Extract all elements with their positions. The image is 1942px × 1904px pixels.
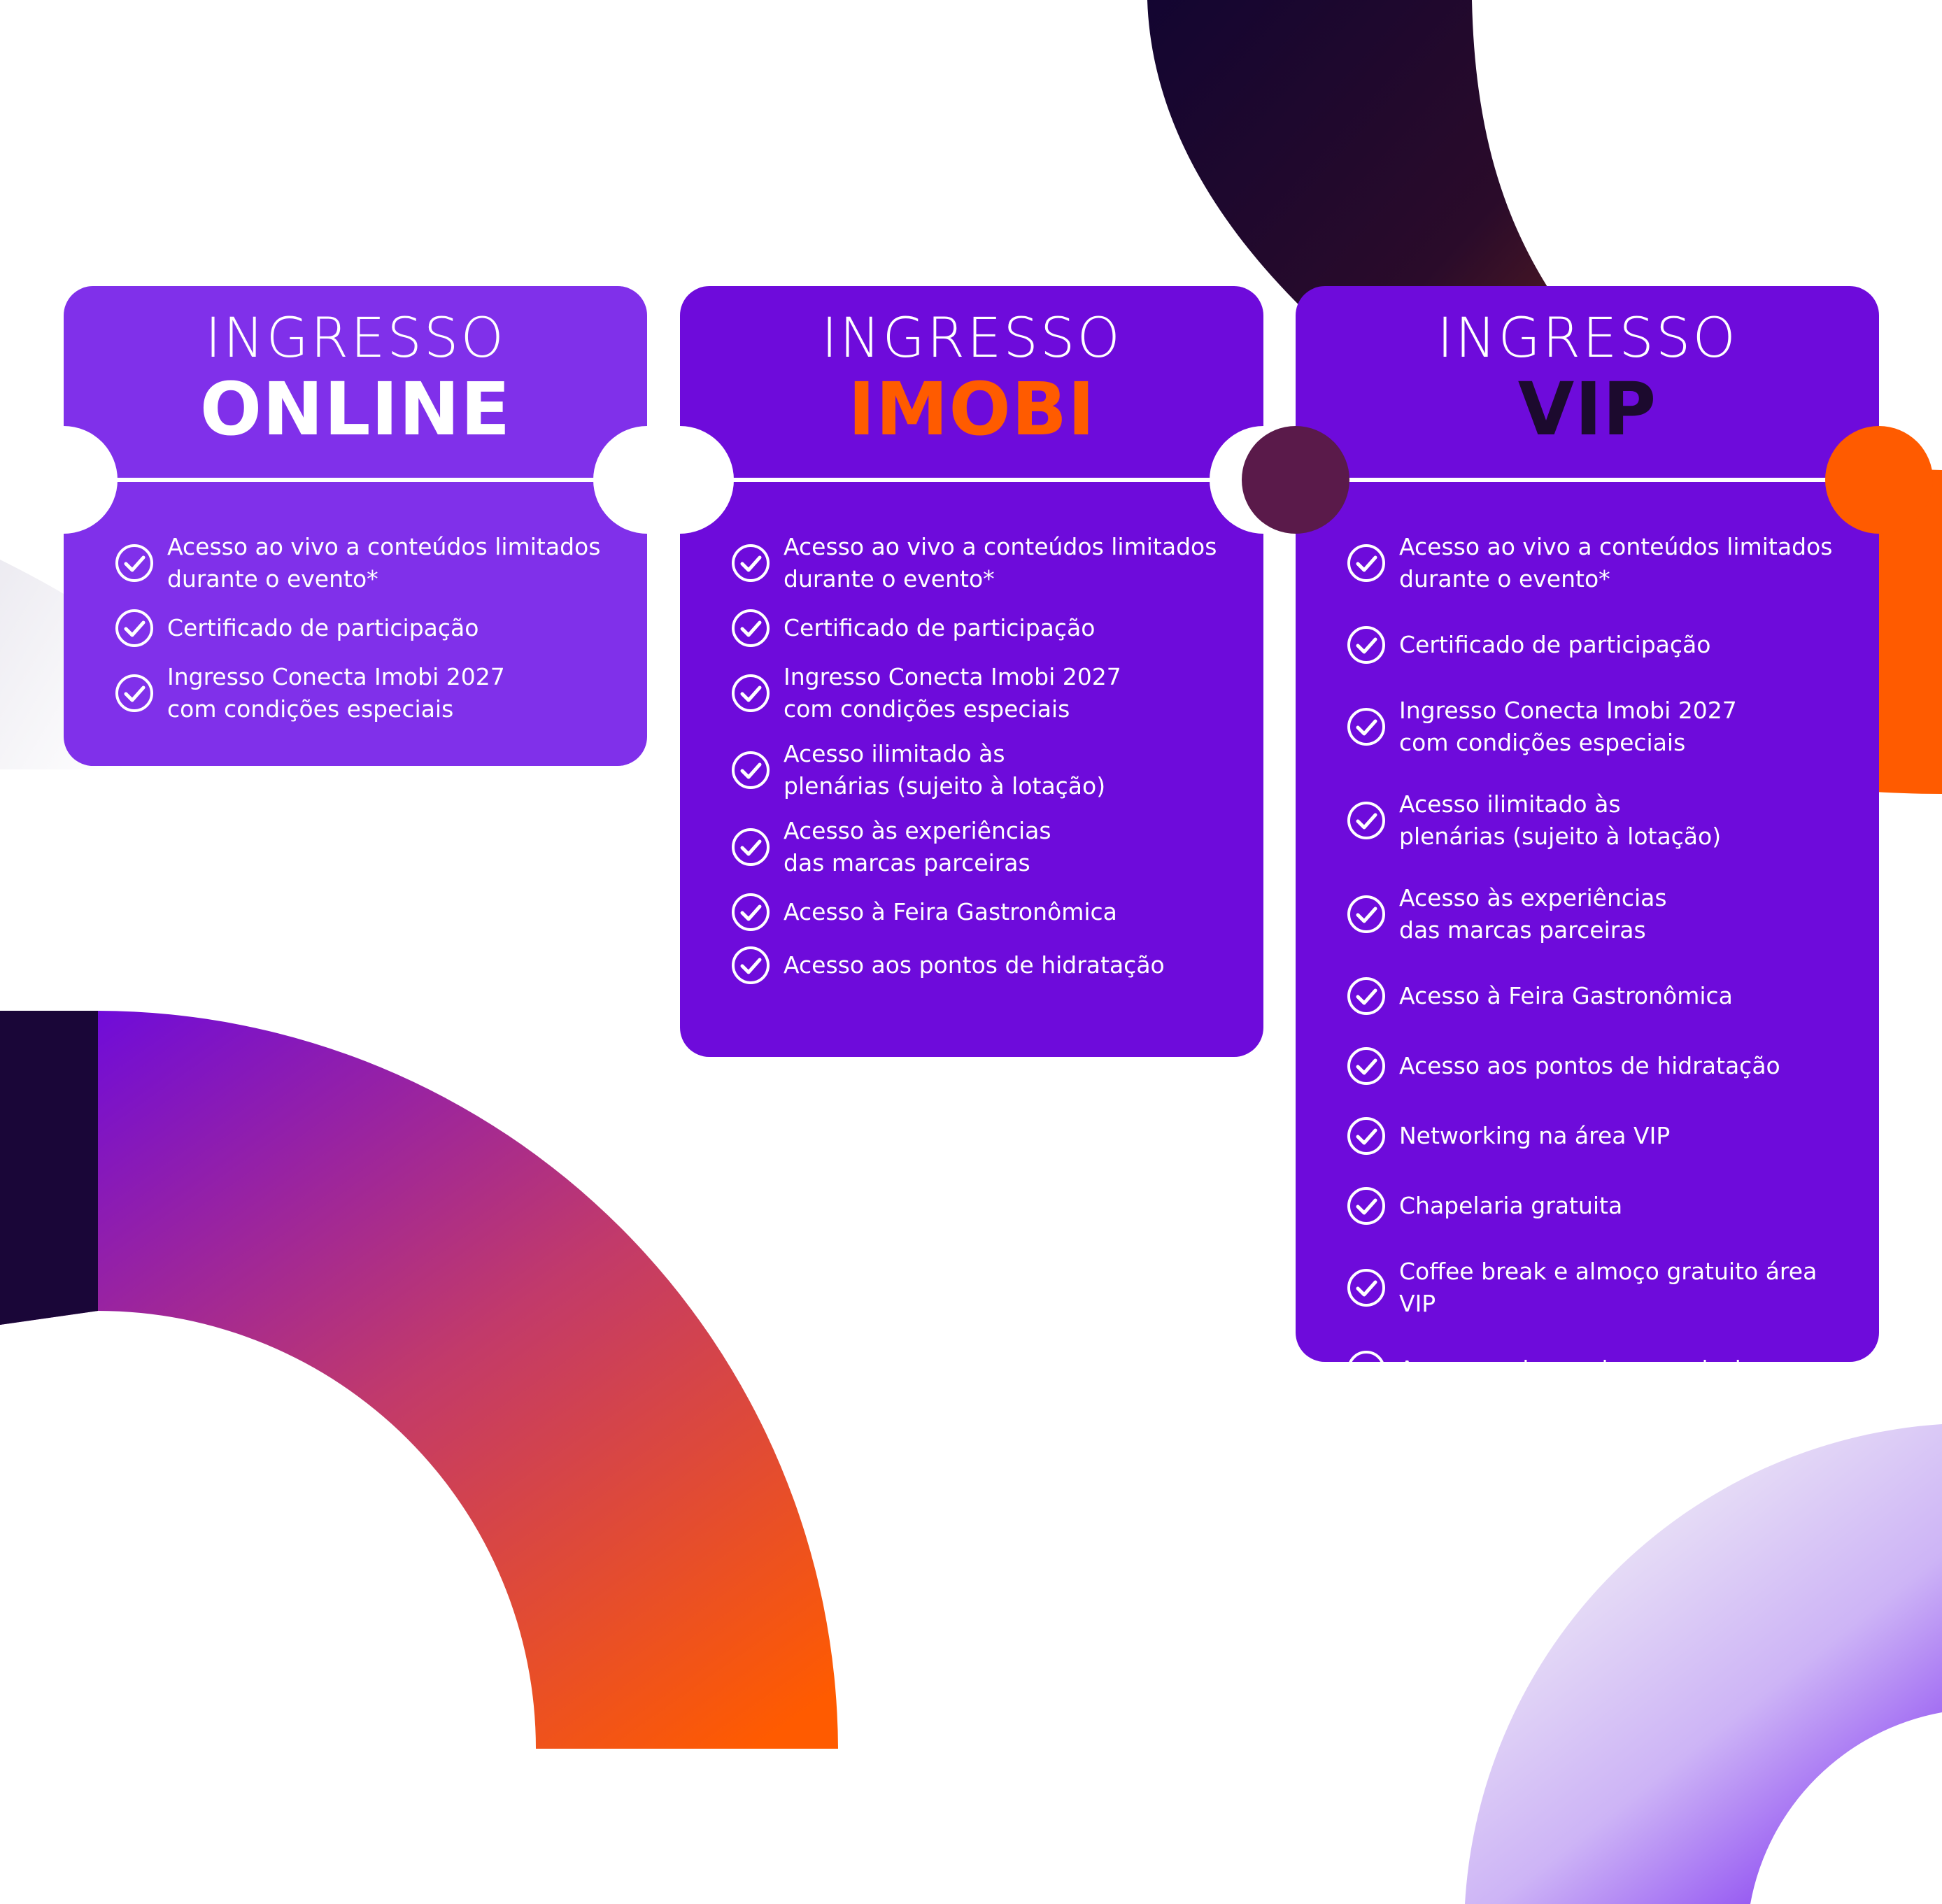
feature-list: Acesso ao vivo a conteúdos limitados dur… (1346, 531, 1858, 1419)
ticket-label-main: VIP (1517, 367, 1657, 452)
check-circle-icon (730, 673, 771, 713)
feature-text: Acesso ao vivo a conteúdos limitados dur… (784, 533, 1217, 592)
feature-text: Acesso ao happy hour exclusivo (1399, 1356, 1769, 1383)
feature-text: Acesso à Feira Gastronômica (1399, 982, 1733, 1009)
feature-item: Chapelaria gratuita (1346, 1186, 1858, 1226)
ticket-header: INGRESSO VIP (1296, 286, 1879, 479)
feature-text: Certificado de participação (784, 614, 1096, 641)
feature-item: Acesso ao vivo a conteúdos limitados dur… (114, 531, 626, 595)
check-circle-icon (1346, 1267, 1387, 1308)
check-circle-icon (730, 750, 771, 790)
feature-text: Ingresso Conecta Imobi 2027 com condiçõe… (167, 663, 505, 723)
feature-text: Acesso ilimitado às plenárias (sujeito à… (1399, 790, 1722, 850)
check-circle-icon (730, 827, 771, 867)
feature-text: Ingresso Conecta Imobi 2027 com condiçõe… (784, 663, 1121, 723)
feature-item: Acesso ao happy hour exclusivo (1346, 1349, 1858, 1390)
ticket-label-top: INGRESSO (821, 307, 1122, 370)
feature-item: Acesso ilimitado às plenárias (sujeito à… (730, 738, 1242, 802)
ticket-label-main: ONLINE (199, 367, 511, 452)
ticket-notch-left (626, 426, 734, 534)
ticket-card-imobi[interactable]: INGRESSO IMOBI Acesso ao vivo a conteúdo… (626, 286, 1317, 1057)
ticket-divider (100, 478, 611, 482)
feature-text: Acesso aos pontos de hidratação (1399, 1052, 1780, 1079)
ticket-label-top: INGRESSO (205, 307, 506, 370)
ticket-card-online[interactable]: INGRESSO ONLINE Acesso ao vivo a conteúd… (10, 286, 701, 766)
check-circle-icon (730, 543, 771, 583)
check-circle-icon (1346, 543, 1387, 583)
ticket-divider (716, 478, 1227, 482)
feature-text: Acesso ilimitado às plenárias (sujeito à… (784, 740, 1106, 800)
ticket-label-top: INGRESSO (1437, 307, 1738, 370)
feature-item: Acesso à Feira Gastronômica (730, 892, 1242, 932)
ticket-notch-right (1825, 426, 1933, 534)
feature-text: Ingresso Conecta Imobi 2027 com condiçõe… (1399, 697, 1737, 756)
feature-text: Certificado de participação (1399, 631, 1711, 658)
feature-item: Acesso às experiências das marcas parcei… (730, 815, 1242, 879)
check-circle-icon (1346, 625, 1387, 665)
feature-text: Acesso ao vivo a conteúdos limitados dur… (167, 533, 601, 592)
feature-text: Acesso às experiências das marcas parcei… (784, 817, 1051, 876)
feature-item: Coffee break e almoço gratuito área VIP (1346, 1256, 1858, 1320)
feature-item: Certificado de participação (1346, 625, 1858, 665)
check-circle-icon (730, 945, 771, 986)
feature-item: Acesso ao vivo a conteúdos limitados dur… (1346, 531, 1858, 595)
check-circle-icon (114, 673, 155, 713)
check-circle-icon (730, 892, 771, 932)
check-circle-icon (114, 543, 155, 583)
ticket-divider (1332, 478, 1843, 482)
feature-text: Acesso aos pontos de hidratação (784, 951, 1165, 979)
feature-text: Acesso à Feira Gastronômica (784, 898, 1117, 925)
check-circle-icon (1346, 1046, 1387, 1086)
feature-item: Certificado de participação (730, 608, 1242, 648)
feature-item: Acesso à Feira Gastronômica (1346, 976, 1858, 1016)
check-circle-icon (1346, 894, 1387, 935)
ticket-header: INGRESSO IMOBI (680, 286, 1263, 479)
feature-list: Acesso ao vivo a conteúdos limitados dur… (730, 531, 1242, 998)
feature-list: Acesso ao vivo a conteúdos limitados dur… (114, 531, 626, 738)
feature-item: Acesso aos pontos de hidratação (1346, 1046, 1858, 1086)
ticket-notch-left (10, 426, 118, 534)
feature-text: Certificado de participação (167, 614, 479, 641)
feature-text: Acesso ao vivo a conteúdos limitados dur… (1399, 533, 1833, 592)
feature-item: Acesso ilimitado às plenárias (sujeito à… (1346, 788, 1858, 853)
feature-item: Ingresso Conecta Imobi 2027 com condiçõe… (1346, 695, 1858, 759)
check-circle-icon (114, 608, 155, 648)
feature-text: Acesso às experiências das marcas parcei… (1399, 884, 1667, 944)
ticket-header: INGRESSO ONLINE (64, 286, 647, 479)
feature-item: Ingresso Conecta Imobi 2027 com condiçõe… (114, 661, 626, 725)
feature-item: Certificado de participação (114, 608, 626, 648)
feature-item: Acesso aos pontos de hidratação (730, 945, 1242, 986)
feature-item: Acesso ao vivo a conteúdos limitados dur… (730, 531, 1242, 595)
check-circle-icon (1346, 976, 1387, 1016)
check-circle-icon (1346, 706, 1387, 747)
feature-text: Chapelaria gratuita (1399, 1192, 1623, 1219)
check-circle-icon (1346, 1116, 1387, 1156)
check-circle-icon (730, 608, 771, 648)
check-circle-icon (1346, 1349, 1387, 1390)
feature-item: Ingresso Conecta Imobi 2027 com condiçõe… (730, 661, 1242, 725)
check-circle-icon (1346, 800, 1387, 841)
feature-item: Networking na área VIP (1346, 1116, 1858, 1156)
ticket-notch-left (1242, 426, 1349, 534)
check-circle-icon (1346, 1186, 1387, 1226)
ticket-card-vip[interactable]: INGRESSO VIP Acesso ao vivo a conteúdos … (1242, 286, 1933, 1388)
ticket-label-main: IMOBI (848, 367, 1096, 452)
feature-item: Acesso às experiências das marcas parcei… (1346, 882, 1858, 946)
feature-text: Networking na área VIP (1399, 1122, 1671, 1149)
feature-text: Coffee break e almoço gratuito área VIP (1399, 1258, 1817, 1317)
